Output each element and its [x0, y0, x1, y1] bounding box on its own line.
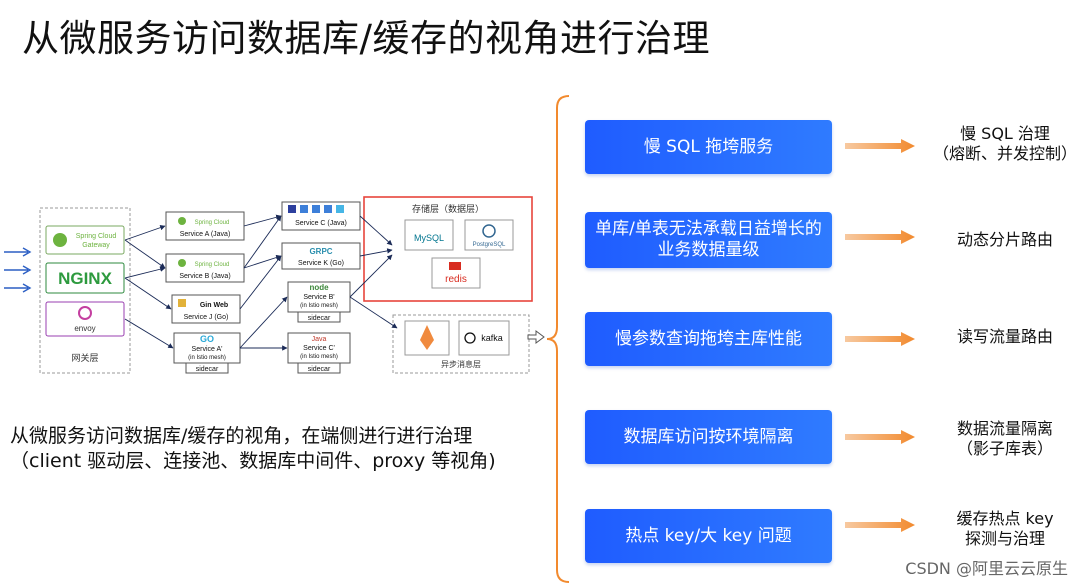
mysql-card — [404, 219, 454, 251]
incoming-traffic-arrows — [4, 247, 32, 293]
problem-box-hot-key: 热点 key/大 key 问题 — [585, 509, 832, 563]
service-b-card — [165, 253, 245, 283]
spring-gateway-line2: Gateway — [82, 242, 110, 249]
mysql-logo: MySQL — [414, 233, 444, 243]
arrow-icon — [845, 430, 915, 444]
postgres-elephant-icon — [482, 224, 496, 238]
caption-line-2: （client 驱动层、连接池、数据库中间件、proxy 等视角) — [10, 450, 496, 472]
service-a-card — [165, 211, 245, 241]
problem-text: 单库/单表无法承载日益增长的业务数据量级 — [595, 219, 822, 260]
spring-leaf-icon — [178, 217, 186, 225]
arrow-icon — [845, 332, 915, 346]
orange-brace — [546, 95, 570, 583]
nginx-logo: NGINX — [58, 269, 113, 288]
problem-box-slow-query: 慢参数查询拖垮主库性能 — [585, 312, 832, 366]
problem-text: 数据库访问按环境隔离 — [623, 426, 794, 447]
arrow-icon — [845, 518, 915, 532]
kafka-card — [458, 320, 510, 356]
gateway-layer-box — [39, 207, 131, 374]
result-read-write-routing: 读写流量路由 — [930, 327, 1080, 347]
envoy-icon — [78, 306, 92, 320]
java-logo: Java — [312, 336, 327, 343]
caption: 从微服务访问数据库/缓存的视角，在端侧进行进行治理 （client 驱动层、连接… — [10, 424, 496, 474]
postgres-logo: PostgreSQL — [473, 242, 506, 248]
service-k-card — [281, 242, 361, 270]
nginx-card — [45, 262, 125, 294]
gateway-layer-label: 网关层 — [71, 352, 98, 363]
watermark: CSDN @阿里云云原生 — [905, 559, 1068, 578]
result-line-2: （熔断、并发控制） — [932, 144, 1077, 163]
service-a-brand: Spring Cloud — [195, 220, 230, 226]
service-b-prime-line2: (in Istio mesh) — [300, 303, 338, 309]
arrow-icon — [845, 139, 915, 153]
result-hot-key: 缓存热点 key 探测与治理 — [930, 509, 1080, 549]
problem-box-slow-sql: 慢 SQL 拖垮服务 — [585, 120, 832, 174]
connection-arrows — [124, 214, 398, 351]
sidecar-box — [297, 311, 341, 323]
sidecar-label: sidecar — [308, 366, 331, 373]
service-a-prime-line1: Service A' — [192, 346, 223, 353]
hollow-arrow — [527, 330, 545, 344]
result-line-1: 数据流量隔离 — [956, 419, 1053, 438]
result-line-1: 动态分片路由 — [956, 230, 1053, 249]
storage-layer-label: 存储层（数据层） — [412, 203, 484, 214]
arrow-icon — [845, 230, 915, 244]
rocketmq-icon — [420, 325, 434, 350]
service-a-label: Service A (Java) — [180, 231, 231, 238]
spring-cloud-gateway-card — [45, 225, 125, 255]
page-title: 从微服务访问数据库/缓存的视角进行治理 — [22, 17, 710, 60]
envoy-label: envoy — [74, 324, 95, 333]
result-line-1: 缓存热点 key — [956, 509, 1054, 528]
result-traffic-isolation: 数据流量隔离 （影子库表） — [930, 419, 1080, 459]
sidecar-box — [297, 362, 341, 374]
service-c-label: Service C (Java) — [295, 220, 347, 227]
message-queue-layer-label: 异步消息层 — [441, 359, 481, 369]
language-icons — [288, 205, 344, 213]
grpc-logo: GRPC — [309, 247, 332, 256]
service-j-label: Service J (Go) — [184, 314, 229, 321]
gin-icon — [178, 299, 186, 307]
result-line-1: 读写流量路由 — [956, 327, 1053, 346]
architecture-diagram: Spring Cloud Gateway NGINX envoy 网关层 Spr… — [4, 196, 545, 374]
service-c-prime-line2: (in Istio mesh) — [300, 354, 338, 360]
sidecar-label: sidecar — [308, 315, 331, 322]
kafka-icon — [464, 332, 476, 344]
result-slow-sql: 慢 SQL 治理 （熔断、并发控制） — [930, 124, 1080, 164]
problem-text: 热点 key/大 key 问题 — [625, 525, 792, 546]
service-b-prime-line1: Service B' — [303, 294, 334, 301]
go-logo: GO — [200, 334, 214, 344]
storage-layer-box — [363, 196, 533, 302]
spring-gateway-line1: Spring Cloud — [76, 233, 117, 240]
result-line-2: 探测与治理 — [964, 529, 1045, 548]
kafka-logo: kafka — [481, 333, 503, 343]
service-c-prime-line1: Service C' — [303, 345, 335, 352]
service-b-label: Service B (Java) — [179, 273, 230, 280]
redis-icon — [449, 262, 461, 270]
service-b-brand: Spring Cloud — [195, 262, 230, 268]
caption-line-1: 从微服务访问数据库/缓存的视角，在端侧进行进行治理 — [10, 425, 473, 447]
problem-text: 慢参数查询拖垮主库性能 — [615, 328, 802, 349]
result-line-2: （影子库表） — [956, 439, 1053, 458]
problem-box-env-isolation: 数据库访问按环境隔离 — [585, 410, 832, 464]
service-c-prime-card — [287, 332, 351, 364]
redis-logo: redis — [445, 274, 467, 285]
service-a-prime-line2: (in Istio mesh) — [188, 355, 226, 361]
problem-text: 慢 SQL 拖垮服务 — [643, 136, 774, 157]
spring-leaf-icon — [53, 233, 67, 247]
spring-leaf-icon — [178, 259, 186, 267]
service-j-brand: Gin Web — [200, 302, 228, 309]
node-logo: node — [309, 283, 329, 292]
result-line-1: 慢 SQL 治理 — [960, 124, 1050, 143]
result-sharding: 动态分片路由 — [930, 230, 1080, 250]
sidecar-box — [185, 362, 229, 374]
message-queue-layer-box — [392, 314, 530, 374]
sidecar-label: sidecar — [196, 366, 219, 373]
problem-box-sharding: 单库/单表无法承载日益增长的业务数据量级 — [585, 212, 832, 268]
service-k-label: Service K (Go) — [298, 260, 344, 267]
